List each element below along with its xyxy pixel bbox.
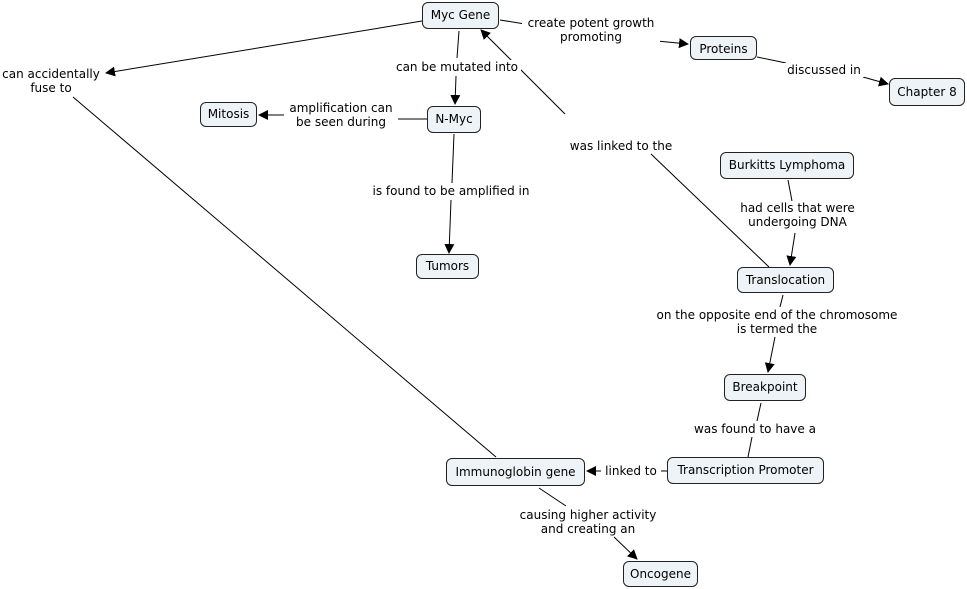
node-oncogene[interactable]: Oncogene <box>623 561 698 587</box>
node-translocation[interactable]: Translocation <box>737 267 834 293</box>
edge-myc-to-growth <box>499 19 526 25</box>
node-transcription-promoter[interactable]: Transcription Promoter <box>667 457 824 484</box>
edge-growth-to-proteins <box>656 38 689 49</box>
edge-linked-to-myc <box>480 29 566 115</box>
edge-have-to-promoter <box>747 436 753 458</box>
edge-cells-to-translocation <box>786 232 797 266</box>
label-was-found-to-have: was found to have a <box>690 422 820 436</box>
edge-breakpoint-to-have <box>756 402 762 422</box>
label-was-linked-to-the: was linked to the <box>565 139 677 153</box>
edge-causing-to-oncogene <box>613 536 638 560</box>
edge-mutated-to-nmyc <box>450 75 461 105</box>
node-n-myc[interactable]: N-Myc <box>427 106 481 133</box>
edge-fuse-to-immuno <box>72 96 497 458</box>
node-proteins[interactable]: Proteins <box>690 36 757 60</box>
node-burkitts-lymphoma[interactable]: Burkitts Lymphoma <box>720 152 854 179</box>
label-linked-to: linked to <box>601 464 661 478</box>
edge-opposite-to-breakpoint <box>764 336 776 373</box>
node-chapter-8[interactable]: Chapter 8 <box>889 78 965 106</box>
edge-myc-to-mutated <box>456 30 460 59</box>
edge-nmyc-to-found <box>451 133 455 184</box>
node-breakpoint[interactable]: Breakpoint <box>724 374 806 401</box>
edge-found-to-tumors <box>444 199 455 254</box>
edge-immuno-to-causing <box>538 487 567 507</box>
label-can-be-mutated-into: can be mutated into <box>393 60 521 74</box>
node-myc-gene[interactable]: Myc Gene <box>422 2 499 29</box>
node-immunoglobin-gene[interactable]: Immunoglobin gene <box>446 458 585 486</box>
node-mitosis[interactable]: Mitosis <box>200 102 257 127</box>
edge-translocation-to-opposite <box>779 294 784 308</box>
label-found-amplified: is found to be amplified in <box>367 184 535 198</box>
edge-myc-to-fuse <box>105 20 423 77</box>
edge-discussed-to-chapter <box>862 76 889 87</box>
label-discussed-in: discussed in <box>784 63 864 77</box>
edge-burkitts-to-cells <box>787 179 793 202</box>
edge-translocation-to-linked <box>650 153 770 268</box>
node-tumors[interactable]: Tumors <box>416 254 479 279</box>
edge-proteins-to-discussed <box>756 56 787 64</box>
